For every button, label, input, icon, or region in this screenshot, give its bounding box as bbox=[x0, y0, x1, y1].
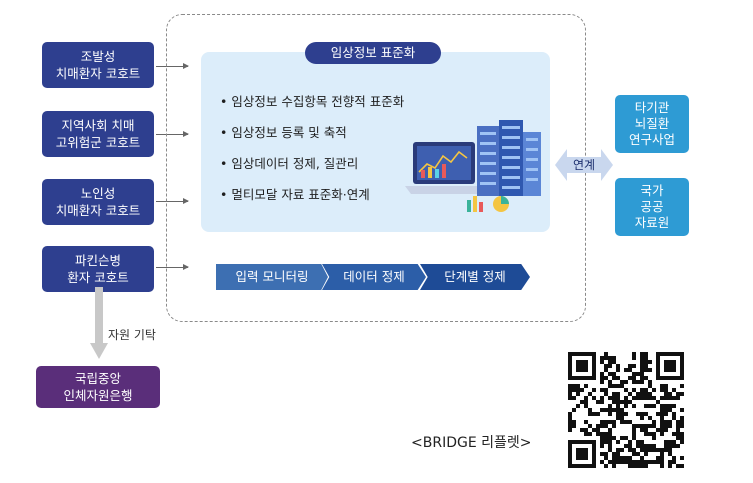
bullet-item: • 임상데이터 정제, 질관리 bbox=[220, 156, 359, 171]
cohort-label-line2: 치매환자 코호트 bbox=[55, 203, 141, 218]
cohort-arrow bbox=[156, 131, 189, 137]
cohort-arrow bbox=[156, 264, 189, 270]
cohort-arrow bbox=[156, 63, 189, 69]
target-label-line: 자료원 bbox=[634, 215, 670, 230]
cohort-label-line2: 치매환자 코호트 bbox=[55, 66, 141, 81]
server-data-illustration-icon bbox=[405, 120, 541, 212]
process-step-stage-cleaning: 단계별 정제 bbox=[420, 264, 530, 290]
target-label-line: 뇌질환 bbox=[634, 116, 670, 131]
link-double-arrow-icon bbox=[555, 149, 613, 181]
cohort-arrow bbox=[156, 198, 189, 204]
qr-caption: <BRIDGE 리플렛> bbox=[411, 435, 532, 451]
target-label-line: 연구사업 bbox=[628, 132, 675, 147]
cohort-box-community-risk: 지역사회 치매 고위험군 코호트 bbox=[42, 111, 154, 157]
target-box-other-institutions: 타기관 뇌질환 연구사업 bbox=[615, 95, 689, 153]
cohort-label-line1: 파킨슨병 bbox=[74, 253, 121, 268]
target-label-line: 타기관 bbox=[634, 100, 670, 115]
cohort-label-line2: 고위험군 코호트 bbox=[55, 135, 141, 150]
cohort-label-line1: 노인성 bbox=[80, 186, 116, 201]
biobank-label-line2: 인체자원은행 bbox=[63, 388, 133, 403]
cohort-box-parkinson: 파킨슨병 환자 코호트 bbox=[42, 246, 154, 292]
cohort-box-senile: 노인성 치매환자 코호트 bbox=[42, 179, 154, 225]
cohort-label-line2: 환자 코호트 bbox=[67, 270, 129, 285]
panel-title: 임상정보 표준화 bbox=[305, 42, 441, 64]
process-step-input-monitoring: 입력 모니터링 bbox=[216, 264, 328, 290]
bullet-item: • 멀티모달 자료 표준화·연계 bbox=[220, 187, 370, 202]
target-box-national-resources: 국가 공공 자료원 bbox=[615, 178, 689, 236]
bullet-item: • 임상정보 수집항목 전향적 표준화 bbox=[220, 94, 405, 109]
target-label-line: 공공 bbox=[640, 199, 664, 214]
biobank-box: 국립중앙 인체자원은행 bbox=[36, 366, 160, 408]
process-step-data-cleaning: 데이터 정제 bbox=[322, 264, 426, 290]
donation-down-arrow-icon bbox=[90, 287, 108, 359]
bullet-item: • 임상정보 등록 및 축적 bbox=[220, 125, 347, 140]
qr-code-icon[interactable] bbox=[568, 352, 684, 468]
biobank-label-line1: 국립중앙 bbox=[74, 371, 121, 386]
cohort-label-line1: 조발성 bbox=[80, 49, 116, 64]
link-label: 연계 bbox=[572, 158, 596, 172]
donation-label: 자원 기탁 bbox=[108, 328, 156, 342]
cohort-box-early-onset: 조발성 치매환자 코호트 bbox=[42, 42, 154, 88]
cohort-label-line1: 지역사회 치매 bbox=[61, 118, 135, 133]
target-label-line: 국가 bbox=[640, 183, 664, 198]
